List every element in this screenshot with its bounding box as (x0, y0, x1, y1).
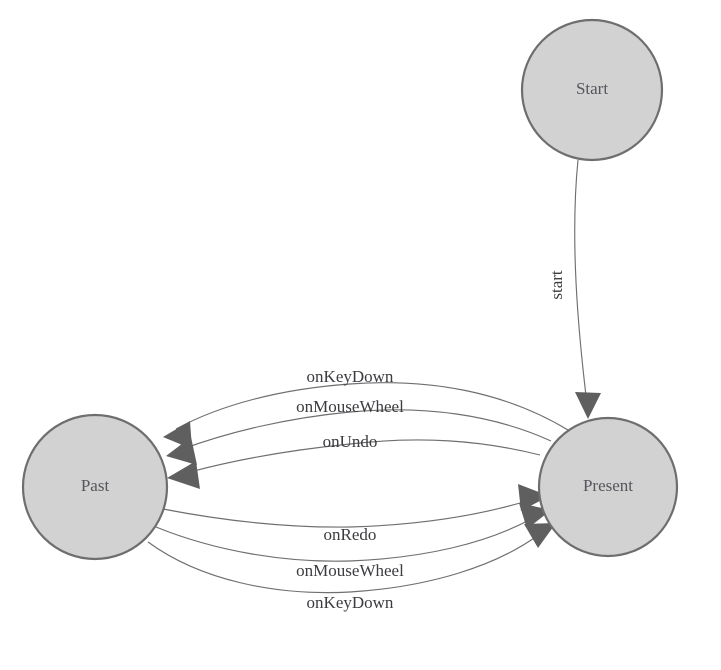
edge-past-to-present-onredo[interactable] (162, 484, 549, 528)
arrow-head-past-present-onredo (518, 484, 549, 511)
node-past[interactable]: Past (21, 413, 169, 561)
node-past-label: Past (81, 476, 110, 495)
edge-path-past-present-onkeydown (147, 535, 538, 594)
node-start-shape (520, 18, 664, 162)
edge-present-to-past-onmousewheel[interactable] (166, 409, 552, 465)
edge-start-to-present[interactable] (574, 159, 601, 419)
edge-path-present-past-onmousewheel (179, 409, 552, 451)
node-layer: Start Past Present (21, 18, 679, 561)
edge-label-present-past-onmousewheel: onMouseWheel (296, 397, 404, 416)
edge-label-past-present-onredo: onRedo (324, 525, 377, 544)
edge-path-present-past-onundo (189, 439, 541, 473)
edge-path-start-present (574, 159, 588, 405)
node-present[interactable]: Present (537, 416, 679, 558)
node-start[interactable]: Start (520, 18, 664, 162)
edge-label-past-present-onkeydown: onKeyDown (307, 593, 394, 612)
edge-label-start: start (547, 270, 566, 300)
edge-layer (147, 159, 601, 594)
edge-past-to-present-onkeydown[interactable] (147, 523, 556, 594)
edge-present-to-past-onundo[interactable] (167, 439, 541, 489)
node-past-shape (21, 413, 169, 561)
edge-label-present-past-onkeydown: onKeyDown (307, 367, 394, 386)
edge-path-past-present-onredo (162, 500, 528, 528)
arrow-head-present-past-onundo (167, 461, 200, 489)
arrow-head-start-present (575, 392, 601, 419)
edge-path-present-past-onkeydown (175, 382, 569, 431)
edge-label-present-past-onundo: onUndo (323, 432, 378, 451)
arrow-head-past-present-onkeydown (524, 523, 556, 548)
edge-label-past-present-onmousewheel: onMouseWheel (296, 561, 404, 580)
edge-label-layer: start onKeyDown onMouseWheel onUndo onRe… (296, 270, 566, 612)
node-present-label: Present (583, 476, 633, 495)
arrow-head-present-past-onmousewheel (166, 437, 197, 465)
edge-path-past-present-onmousewheel (155, 518, 532, 562)
node-start-label: Start (576, 79, 608, 98)
node-present-shape (537, 416, 679, 558)
